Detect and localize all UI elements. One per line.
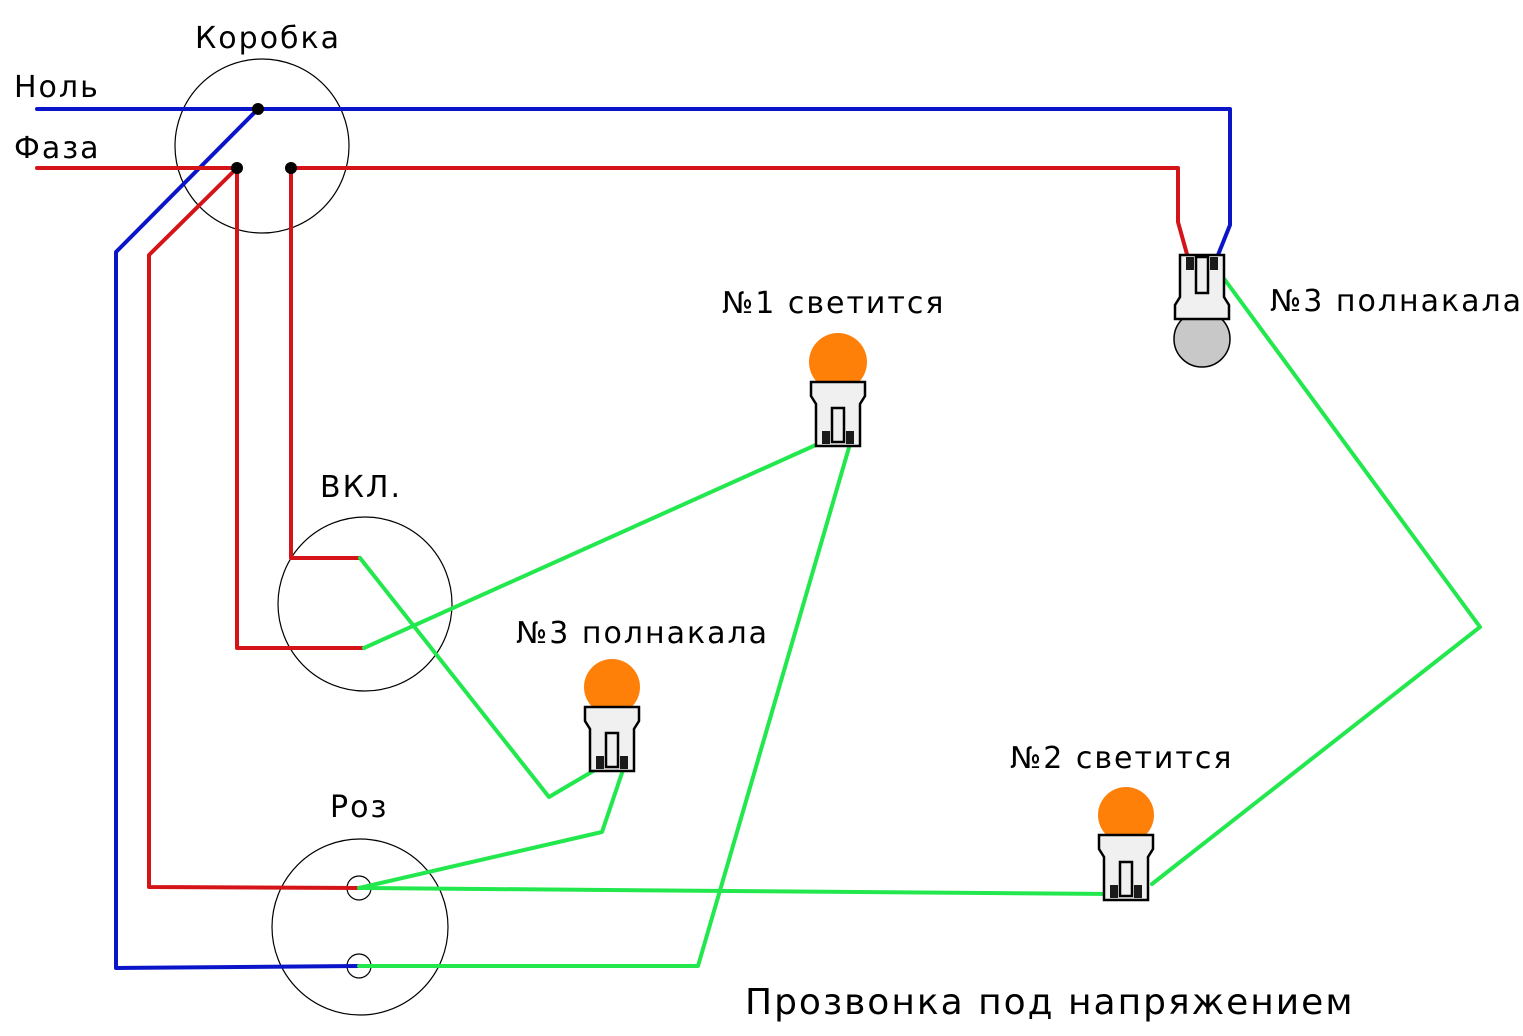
phase-label: Фаза [14, 131, 101, 166]
phase-socket-wire [147, 166, 361, 890]
phase-wires [35, 166, 1192, 890]
neutral-wires [35, 107, 1232, 970]
socket-circle [271, 838, 449, 1016]
lamp-3-right-slot [1194, 255, 1210, 295]
switch-circle [277, 516, 453, 692]
lamp-3-center-label: №3 полнакала [516, 616, 769, 651]
lamp-feed-wire [289, 166, 1192, 267]
diagram-title: Прозвонка под напряжением [745, 982, 1354, 1023]
lamp-3-right-label: №3 полнакала [1270, 284, 1523, 319]
lamp-2-terminal-left [1110, 885, 1118, 898]
junction-box-label: Коробка [195, 21, 341, 56]
neutral-label: Ноль [14, 70, 100, 105]
probe-wires [357, 263, 1482, 968]
junction-box-circle [174, 58, 350, 234]
junction-node-neutral [252, 103, 264, 115]
lamp-3-center [583, 659, 641, 773]
lamp-3-right [1173, 253, 1231, 368]
probe-switch-to-lamp1 [362, 442, 820, 650]
lamp-2-bulb [1098, 787, 1154, 843]
neutral-socket-wire [114, 107, 361, 970]
lamp-1-label: №1 светится [722, 286, 945, 321]
lamp-1-bulb [809, 333, 867, 391]
probe-socket-neutral-to-lamp1 [357, 442, 852, 968]
junction-node-switched [285, 162, 297, 174]
probe-socket-to-lamp3 [357, 765, 626, 890]
lamp-2-terminal-right [1134, 885, 1142, 898]
neutral-main-wire [35, 107, 1232, 267]
lamp-1-slot [830, 406, 846, 444]
lamp-2-label: №2 светится [1010, 741, 1233, 776]
switched-phase-wire [289, 166, 362, 560]
probe-socket-to-lamp2 [357, 886, 1116, 896]
junction-node-phase [231, 162, 243, 174]
lamp-3-right-terminal-right [1210, 257, 1218, 270]
lamp-1-terminal-left [822, 431, 830, 444]
lamp-3-right-terminal-left [1186, 257, 1194, 270]
switch-label: ВКЛ. [320, 470, 402, 505]
lamp-3-center-bulb [584, 659, 640, 715]
lamp-1 [809, 333, 867, 448]
lamp-3-center-slot [604, 731, 620, 769]
phase-switch-wire [235, 166, 366, 650]
lamp-3-center-terminal-left [596, 756, 604, 769]
socket-label: Роз [330, 790, 388, 825]
lamp-2 [1097, 787, 1155, 902]
lamp-3-center-terminal-right [620, 756, 628, 769]
probe-switch-to-lamp3 [358, 556, 602, 799]
lamp-2-slot [1118, 860, 1134, 898]
probe-lamp3-to-lamp2 [1150, 263, 1482, 886]
lamp-1-terminal-right [846, 431, 854, 444]
